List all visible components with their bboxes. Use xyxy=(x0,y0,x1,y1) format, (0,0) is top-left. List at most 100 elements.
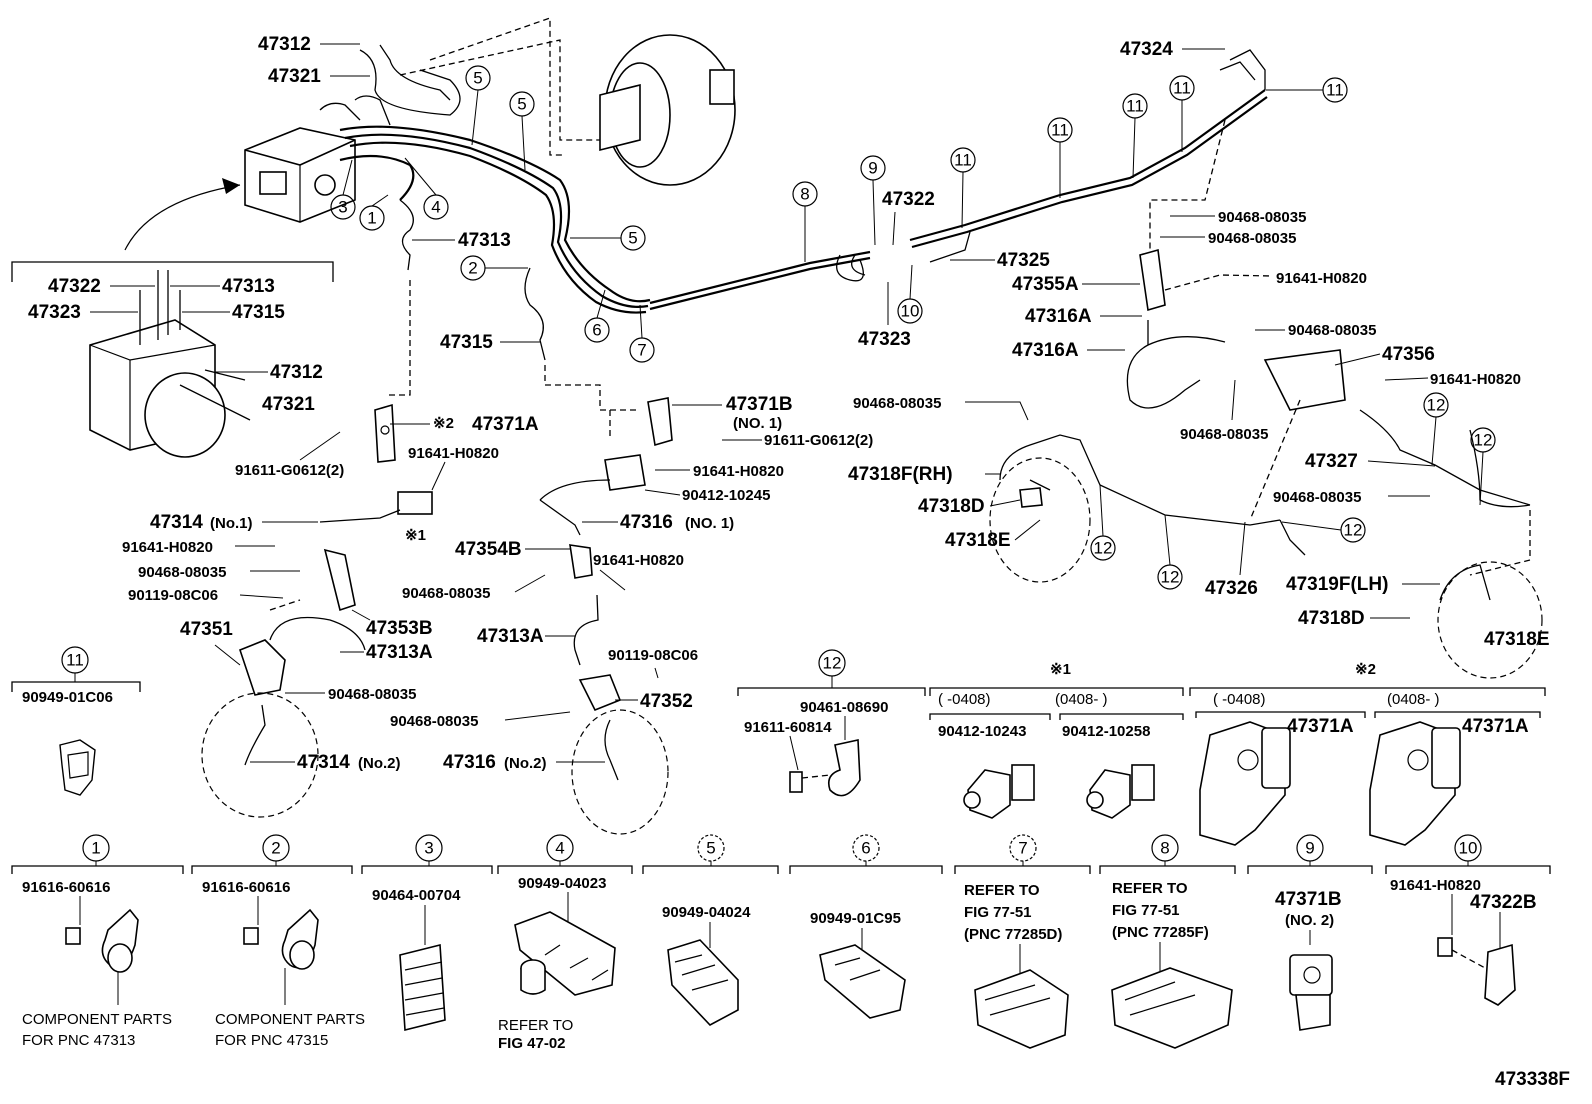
label-47312-box: 47312 xyxy=(270,362,323,383)
svg-text:COMPONENT PARTS: COMPONENT PARTS xyxy=(22,1011,172,1028)
label-47318D-b: 47318D xyxy=(1298,608,1365,629)
label-90468-08035-g: 90468-08035 xyxy=(1288,322,1376,339)
legend-7: 7 REFER TO FIG 77-51 (PNC 77285D) xyxy=(954,834,1091,1049)
label-47318D-a: 47318D xyxy=(918,496,985,517)
label-47315-box: 47315 xyxy=(232,302,285,323)
label-47314-no1-sub: (No.1) xyxy=(210,515,253,532)
callout-12e: 12 xyxy=(1340,517,1366,543)
main-labels: 47312 47321 47313 47322 47313 47323 4731… xyxy=(28,34,1550,773)
legend-9: 9 47371B (NO. 2) xyxy=(1247,834,1373,1031)
rear-center-assembly xyxy=(989,434,1306,583)
label-47316-no2: 47316 xyxy=(443,752,496,773)
svg-text:90949-01C95: 90949-01C95 xyxy=(810,910,901,927)
left-valve-assembly xyxy=(201,280,433,818)
svg-text:※2: ※2 xyxy=(1355,661,1376,678)
svg-text:90412-10258: 90412-10258 xyxy=(1062,723,1150,740)
legend-4: 4 90949-04023 REFER TO FIG 47-02 xyxy=(497,834,633,1052)
svg-text:90464-00704: 90464-00704 xyxy=(372,887,461,904)
svg-text:91611-60814: 91611-60814 xyxy=(744,719,832,736)
svg-text:47371A: 47371A xyxy=(1462,716,1529,737)
label-47323: 47323 xyxy=(858,329,911,350)
label-91641-H0820-c: 91641-H0820 xyxy=(693,463,784,480)
legend-12: 12 90461-08690 91611-60814 xyxy=(737,649,926,797)
svg-text:FOR PNC 47313: FOR PNC 47313 xyxy=(22,1032,135,1049)
callout-12c: 12 xyxy=(1090,535,1116,561)
callout-5b: 5 xyxy=(509,91,535,117)
svg-text:91616-60616: 91616-60616 xyxy=(202,879,290,896)
legend-note1: ※1 ( -0408) (0408- ) 90412-10243 90412-1… xyxy=(929,661,1184,819)
label-90119-08C06-a: 90119-08C06 xyxy=(128,587,218,604)
label-91611-G0612-r: 91611-G0612(2) xyxy=(764,432,873,449)
legend-11: 11 90949-01C06 xyxy=(11,646,141,796)
label-47356: 47356 xyxy=(1382,344,1435,365)
label-47371B: 47371B xyxy=(726,394,793,415)
label-47353B: 47353B xyxy=(366,618,433,639)
label-90468-08035-j: 90468-08035 xyxy=(1273,489,1361,506)
svg-text:REFER TO: REFER TO xyxy=(1112,880,1188,897)
callout-1: 1 xyxy=(359,205,385,231)
label-note1: ※1 xyxy=(405,527,426,544)
label-91641-H0820-b: 91641-H0820 xyxy=(122,539,213,556)
label-47316-no1-sub: (NO. 1) xyxy=(685,515,734,532)
label-91641-H0820-a: 91641-H0820 xyxy=(408,445,499,462)
callout-10: 10 xyxy=(897,298,923,324)
callout-circles: 3 4 1 5 5 5 2 6 7 8 9 10 11 11 11 11 11 … xyxy=(330,65,1496,590)
svg-text:1: 1 xyxy=(91,839,100,858)
label-90468-08035-d: 90468-08035 xyxy=(390,713,478,730)
inset-box xyxy=(11,261,334,458)
svg-text:FIG 47-02: FIG 47-02 xyxy=(498,1035,566,1052)
rear-right-assembly xyxy=(1126,119,1543,679)
label-47355A: 47355A xyxy=(1012,274,1079,295)
svg-text:5: 5 xyxy=(706,839,715,858)
label-47315-mid: 47315 xyxy=(440,332,493,353)
callout-7: 7 xyxy=(629,337,655,363)
label-47313-main: 47313 xyxy=(458,230,511,251)
label-91641-H0820-d: 91641-H0820 xyxy=(593,552,684,569)
label-47316-no2-sub: (No.2) xyxy=(504,755,547,772)
label-47316-no1: 47316 xyxy=(620,512,673,533)
label-90468-08035-b: 90468-08035 xyxy=(328,686,416,703)
callout-11a: 11 xyxy=(950,147,976,173)
svg-text:7: 7 xyxy=(1018,839,1027,858)
callout-11d: 11 xyxy=(1169,75,1195,101)
svg-text:5: 5 xyxy=(473,69,482,88)
svg-text:(0408- ): (0408- ) xyxy=(1387,691,1440,708)
svg-text:11: 11 xyxy=(66,651,84,670)
label-47319F-LH: 47319F(LH) xyxy=(1286,574,1388,595)
label-90468-08035-i: 90468-08035 xyxy=(1180,426,1268,443)
label-91641-H0820-e: 91641-H0820 xyxy=(1276,270,1367,287)
svg-text:8: 8 xyxy=(800,185,809,204)
svg-text:( -0408): ( -0408) xyxy=(1213,691,1266,708)
label-91641-H0820-f: 91641-H0820 xyxy=(1430,371,1521,388)
svg-text:91616-60616: 91616-60616 xyxy=(22,879,110,896)
label-47313-box: 47313 xyxy=(222,276,275,297)
svg-text:90412-10243: 90412-10243 xyxy=(938,723,1026,740)
svg-text:3: 3 xyxy=(338,198,347,217)
label-47314-no2-sub: (No.2) xyxy=(358,755,401,772)
label-90468-08035-h: 90468-08035 xyxy=(853,395,941,412)
svg-text:90461-08690: 90461-08690 xyxy=(800,699,888,716)
callout-8: 8 xyxy=(792,181,818,207)
svg-text:(0408- ): (0408- ) xyxy=(1055,691,1108,708)
svg-text:7: 7 xyxy=(637,341,646,360)
svg-text:47322B: 47322B xyxy=(1470,892,1537,913)
legend-3: 3 90464-00704 xyxy=(361,834,493,1032)
label-47318F-RH: 47318F(RH) xyxy=(848,464,953,485)
svg-text:11: 11 xyxy=(1051,121,1069,140)
legend-note2: ※2 ( -0408) (0408- ) 47371A 47371A xyxy=(1189,661,1546,846)
label-47322: 47322 xyxy=(882,189,935,210)
label-47324: 47324 xyxy=(1120,39,1173,60)
svg-text:12: 12 xyxy=(1427,396,1446,415)
label-47326: 47326 xyxy=(1205,578,1258,599)
callout-6: 6 xyxy=(584,317,610,343)
svg-text:FIG 77-51: FIG 77-51 xyxy=(1112,902,1180,919)
label-47321-top: 47321 xyxy=(268,66,321,87)
callout-11c: 11 xyxy=(1122,93,1148,119)
label-91611-G0612-l: 91611-G0612(2) xyxy=(235,462,344,479)
svg-text:5: 5 xyxy=(517,95,526,114)
svg-text:※1: ※1 xyxy=(1050,661,1071,678)
svg-text:2: 2 xyxy=(271,839,280,858)
svg-text:11: 11 xyxy=(954,151,972,170)
callout-9: 9 xyxy=(860,155,886,181)
